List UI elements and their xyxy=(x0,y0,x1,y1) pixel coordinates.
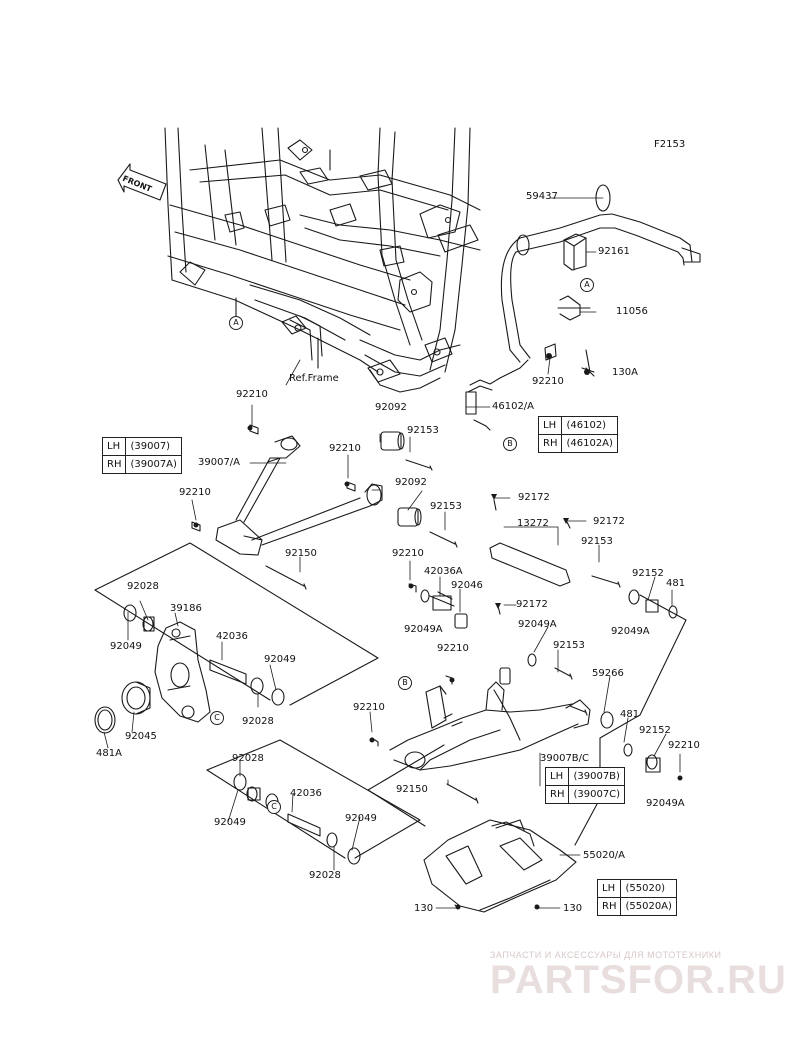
rh-part-cell: (39007A) xyxy=(125,455,182,474)
rh-cell: RH xyxy=(544,785,570,804)
callout-b-link: B xyxy=(503,437,517,451)
part-92049-b: 92049 xyxy=(264,654,296,665)
part-92092-a: 92092 xyxy=(375,402,407,413)
upper-a-arm-drawing xyxy=(191,424,458,590)
part-92046: 92046 xyxy=(451,580,483,591)
part-92210-bar: 92210 xyxy=(532,376,564,387)
table-46102: LH(46102) RH(46102A) xyxy=(537,416,618,453)
part-92210-e: 92210 xyxy=(437,643,469,654)
part-92172-a: 92172 xyxy=(518,492,550,503)
part-55020: 55020/A xyxy=(583,850,626,861)
bolt-markers xyxy=(193,353,683,910)
rh-part-cell: (55020A) xyxy=(620,897,677,916)
part-92049-a: 92049 xyxy=(110,641,142,652)
part-92028-a: 92028 xyxy=(127,581,159,592)
lh-part-cell: (39007) xyxy=(125,437,182,456)
callout-a-frame: A xyxy=(229,316,243,330)
part-92210-b: 92210 xyxy=(329,443,361,454)
knuckle-drawing xyxy=(94,604,285,734)
table-39007bc: LH(39007B) RH(39007C) xyxy=(544,767,626,804)
part-92210-f: 92210 xyxy=(668,740,700,751)
watermark-tagline: ЗАПЧАСТИ И АКСЕССУАРЫ ДЛЯ МОТОТЕХНИКИ xyxy=(490,950,722,960)
part-92210-c: 92210 xyxy=(179,487,211,498)
part-92028-d: 92028 xyxy=(309,870,341,881)
part-92028-b: 92028 xyxy=(242,716,274,727)
rh-part-cell: (39007C) xyxy=(568,785,626,804)
part-92161: 92161 xyxy=(598,246,630,257)
table-39007: LH(39007) RH(39007A) xyxy=(101,437,182,474)
rh-cell: RH xyxy=(101,455,127,474)
part-92210-a: 92210 xyxy=(236,389,268,400)
part-92152-a: 92152 xyxy=(632,568,664,579)
callout-a-bar: A xyxy=(580,278,594,292)
part-92049A-b: 92049A xyxy=(518,619,557,630)
part-42036-a: 42036 xyxy=(216,631,248,642)
part-92172-b: 92172 xyxy=(593,516,625,527)
lh-cell: LH xyxy=(537,416,563,435)
ref-frame-label: Ref.Frame xyxy=(289,373,339,384)
part-92028-c: 92028 xyxy=(232,753,264,764)
part-92153-d: 92153 xyxy=(553,640,585,651)
part-59437: 59437 xyxy=(526,191,558,202)
part-42036-b: 42036 xyxy=(290,788,322,799)
lh-part-cell: (46102) xyxy=(561,416,618,435)
front-arrow-icon xyxy=(117,163,167,201)
part-92152-b: 92152 xyxy=(639,725,671,736)
watermark-brand: PARTSFOR.RU xyxy=(490,958,787,1002)
rh-cell: RH xyxy=(537,434,563,453)
figure-code: F2153 xyxy=(654,139,686,150)
lh-cell: LH xyxy=(596,879,622,898)
part-92153-a: 92153 xyxy=(407,425,439,436)
part-92049A-c: 92049A xyxy=(611,626,650,637)
part-130-a: 130 xyxy=(414,903,434,914)
lower-a-arm-drawing xyxy=(371,499,678,913)
part-39186: 39186 xyxy=(170,603,202,614)
callout-box-lines xyxy=(94,542,687,859)
part-481A: 481A xyxy=(96,748,122,759)
rh-part-cell: (46102A) xyxy=(561,434,618,453)
part-92172-c: 92172 xyxy=(516,599,548,610)
leader-lines xyxy=(103,197,681,909)
part-46102: 46102/A xyxy=(492,401,535,412)
lh-cell: LH xyxy=(101,437,127,456)
part-39007BC: 39007B/C xyxy=(540,753,590,764)
frame-drawing xyxy=(164,127,481,393)
lh-part-cell: (55020) xyxy=(620,879,677,898)
part-92210-g: 92210 xyxy=(353,702,385,713)
part-130A: 130A xyxy=(612,367,638,378)
part-92049A-a: 92049A xyxy=(404,624,443,635)
part-92153-c: 92153 xyxy=(581,536,613,547)
part-92150-a: 92150 xyxy=(285,548,317,559)
part-92049-c: 92049 xyxy=(214,817,246,828)
callout-b-arm: B xyxy=(398,676,412,690)
lh-part-cell: (39007B) xyxy=(568,767,626,786)
part-92210-d: 92210 xyxy=(392,548,424,559)
table-55020: LH(55020) RH(55020A) xyxy=(596,879,677,916)
part-92153-b: 92153 xyxy=(430,501,462,512)
part-92092-b: 92092 xyxy=(395,477,427,488)
part-92049A-d: 92049A xyxy=(646,798,685,809)
part-59266: 59266 xyxy=(592,668,624,679)
part-11056: 11056 xyxy=(616,306,648,317)
lh-cell: LH xyxy=(544,767,570,786)
callout-c-knuckle: C xyxy=(210,711,224,725)
stabilizer-bar-drawing xyxy=(465,184,701,431)
part-92049-d: 92049 xyxy=(345,813,377,824)
part-481-b: 481 xyxy=(620,709,640,720)
callout-c-pivot: C xyxy=(267,800,281,814)
part-39007: 39007/A xyxy=(198,457,241,468)
part-42036A: 42036A xyxy=(424,566,463,577)
part-130-b: 130 xyxy=(563,903,583,914)
part-481-a: 481 xyxy=(666,578,686,589)
part-92150-b: 92150 xyxy=(396,784,428,795)
rh-cell: RH xyxy=(596,897,622,916)
watermark: ЗАПЧАСТИ И АКСЕССУАРЫ ДЛЯ МОТОТЕХНИКИ PA… xyxy=(490,950,790,1003)
part-92045: 92045 xyxy=(125,731,157,742)
part-13272: 13272 xyxy=(517,518,549,529)
